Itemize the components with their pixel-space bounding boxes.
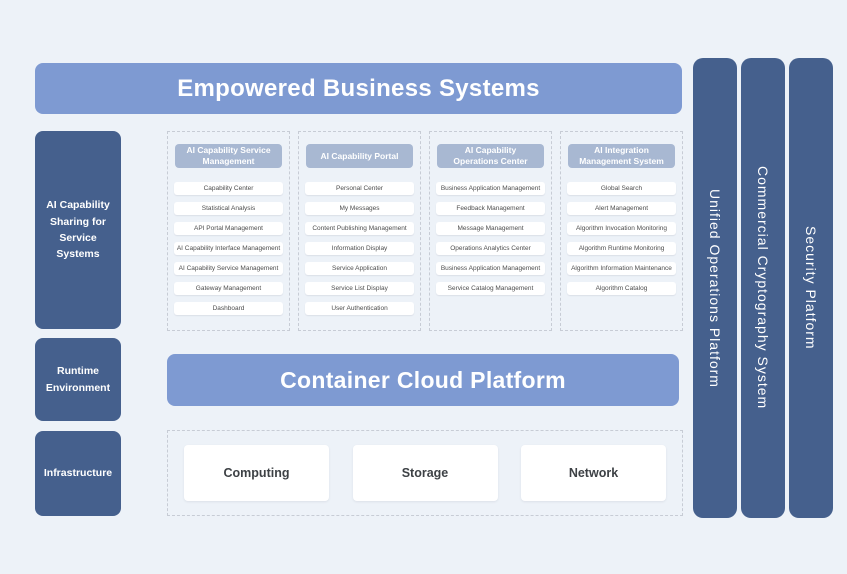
list-item: Algorithm Information Maintenance xyxy=(567,262,676,275)
vertical-bar-label: Security Platform xyxy=(803,226,819,350)
column-header: AI Capability Portal xyxy=(306,144,413,168)
infrastructure-box-computing: Computing xyxy=(184,445,329,501)
list-item: Capability Center xyxy=(174,182,283,195)
list-item: AI Capability Service Management xyxy=(174,262,283,275)
column-items: Business Application Management Feedback… xyxy=(430,182,551,295)
column-ai-capability-service-management: AI Capability Service Management Capabil… xyxy=(167,131,290,331)
list-item: User Authentication xyxy=(305,302,414,315)
banner-label: Empowered Business Systems xyxy=(177,74,540,102)
list-item: Algorithm Catalog xyxy=(567,282,676,295)
left-panel-label: Runtime Environment xyxy=(45,365,111,394)
left-panel-ai-capability-sharing: AI Capability Sharing for Service System… xyxy=(35,131,121,329)
vertical-bar-label: Commercial Cryptography System xyxy=(755,166,771,410)
list-item: Content Publishing Management xyxy=(305,222,414,235)
list-item: Business Application Management xyxy=(436,262,545,275)
vertical-bar-unified-operations-platform: Unified Operations Platform xyxy=(693,58,737,518)
list-item: Business Application Management xyxy=(436,182,545,195)
list-item: Statistical Analysis xyxy=(174,202,283,215)
banner-empowered-business-systems: Empowered Business Systems xyxy=(35,63,682,114)
vertical-bar-label: Unified Operations Platform xyxy=(707,188,723,388)
list-item: Gateway Management xyxy=(174,282,283,295)
column-header: AI Capability Service Management xyxy=(175,144,282,168)
left-panel-label: Infrastructure xyxy=(43,467,113,480)
container-cloud-platform-bar: Container Cloud Platform xyxy=(167,354,679,406)
list-item: Personal Center xyxy=(305,182,414,195)
list-item: Feedback Management xyxy=(436,202,545,215)
column-items: Capability Center Statistical Analysis A… xyxy=(168,182,289,315)
infrastructure-area: Computing Storage Network xyxy=(167,430,683,516)
infrastructure-box-storage: Storage xyxy=(352,445,498,501)
list-item: Global Search xyxy=(567,182,676,195)
container-cloud-platform-label: Container Cloud Platform xyxy=(280,366,566,393)
vertical-bar-security-platform: Security Platform xyxy=(789,58,833,518)
list-item: Alert Management xyxy=(567,202,676,215)
column-items: Personal Center My Messages Content Publ… xyxy=(299,182,420,315)
column-ai-integration-management-system: AI Integration Management System Global … xyxy=(560,131,683,331)
column-header: AI Capability Operations Center xyxy=(437,144,544,168)
infrastructure-box-network: Network xyxy=(521,445,666,501)
list-item: Information Display xyxy=(305,242,414,255)
list-item: Dashboard xyxy=(174,302,283,315)
column-header: AI Integration Management System xyxy=(568,144,675,168)
list-item: Service List Display xyxy=(305,282,414,295)
list-item: AI Capability Interface Management xyxy=(174,242,283,255)
left-panel-infrastructure: Infrastructure xyxy=(35,431,121,516)
list-item: My Messages xyxy=(305,202,414,215)
list-item: Service Application xyxy=(305,262,414,275)
list-item: Operations Analytics Center xyxy=(436,242,545,255)
column-items: Global Search Alert Management Algorithm… xyxy=(561,182,682,295)
left-panel-runtime-environment: Runtime Environment xyxy=(35,338,121,421)
column-ai-capability-operations-center: AI Capability Operations Center Business… xyxy=(429,131,552,331)
vertical-bar-commercial-cryptography-system: Commercial Cryptography System xyxy=(741,58,785,518)
list-item: Algorithm Invocation Monitoring xyxy=(567,222,676,235)
column-ai-capability-portal: AI Capability Portal Personal Center My … xyxy=(298,131,421,331)
list-item: Service Catalog Management xyxy=(436,282,545,295)
list-item: API Portal Management xyxy=(174,222,283,235)
list-item: Algorithm Runtime Monitoring xyxy=(567,242,676,255)
left-panel-label: AI Capability Sharing for Service System… xyxy=(46,199,110,261)
list-item: Message Management xyxy=(436,222,545,235)
